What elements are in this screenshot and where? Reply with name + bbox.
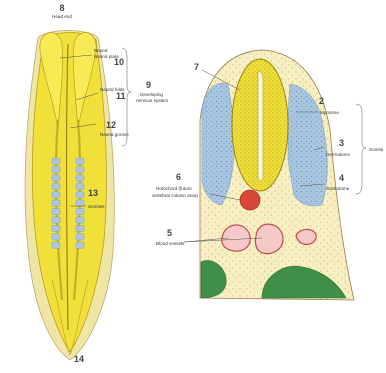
somite-block-right-1 bbox=[76, 158, 84, 164]
somite-block-right-3 bbox=[76, 175, 84, 181]
notochord bbox=[240, 190, 260, 210]
somite-block-right-5 bbox=[76, 192, 84, 198]
label-somite-group: Somite bbox=[369, 147, 384, 152]
somites-right-column bbox=[76, 158, 84, 248]
embryo-dorsal-view bbox=[25, 31, 114, 361]
somite-block-right-6 bbox=[76, 200, 84, 206]
somite-block-left-11 bbox=[52, 242, 60, 248]
label-14-number: 14 bbox=[74, 354, 84, 364]
somite-block-left-1 bbox=[52, 158, 60, 164]
neural-canal bbox=[258, 72, 263, 181]
label-5-number: 5 bbox=[167, 228, 172, 238]
label-developing-l2: nervous system bbox=[136, 98, 168, 103]
label-neural-groove: Neural groove bbox=[100, 132, 129, 137]
label-8-number: 8 bbox=[59, 3, 64, 13]
label-neural-plate-l1: Neural bbox=[94, 48, 108, 53]
bracket-somite bbox=[356, 104, 366, 194]
label-sclerotome: Sclerotome bbox=[326, 186, 350, 191]
somite-block-right-2 bbox=[76, 166, 84, 172]
somite-block-right-10 bbox=[76, 234, 84, 240]
label-13-number: 13 bbox=[88, 188, 98, 198]
somite-block-right-8 bbox=[76, 217, 84, 223]
somite-block-left-10 bbox=[52, 234, 60, 240]
label-7-number: 7 bbox=[194, 62, 199, 72]
label-dermatome: Dermatome bbox=[326, 152, 350, 157]
somite-block-right-11 bbox=[76, 242, 84, 248]
label-neural-plate: Neural plate bbox=[94, 54, 119, 59]
label-developing-l1: Developing bbox=[140, 92, 163, 97]
blood-vessel-right bbox=[296, 229, 316, 244]
somite-block-left-8 bbox=[52, 217, 60, 223]
label-head-end: Head end bbox=[52, 14, 72, 19]
label-3-number: 3 bbox=[339, 138, 344, 148]
label-somites: Somites bbox=[88, 204, 105, 209]
label-notochord-l1: Notochord (future bbox=[156, 186, 192, 191]
label-4-number: 4 bbox=[339, 173, 344, 183]
label-11-number: 11 bbox=[116, 91, 126, 101]
somites-left-column bbox=[52, 158, 60, 248]
somite-block-left-7 bbox=[52, 208, 60, 214]
label-12-number: 12 bbox=[106, 120, 116, 130]
blood-vessel-middle bbox=[255, 224, 283, 253]
somite-block-right-4 bbox=[76, 183, 84, 189]
label-neural-folds: Neural folds bbox=[100, 87, 125, 92]
somite-block-left-4 bbox=[52, 183, 60, 189]
label-2-number: 2 bbox=[319, 96, 324, 106]
label-6-number: 6 bbox=[176, 172, 181, 182]
cross-section bbox=[200, 50, 354, 300]
somite-block-left-6 bbox=[52, 200, 60, 206]
somite-block-left-5 bbox=[52, 192, 60, 198]
label-myotome: Myotome bbox=[320, 110, 339, 115]
somite-block-left-3 bbox=[52, 175, 60, 181]
label-notochord-l2: vertebral column area) bbox=[152, 193, 198, 198]
label-blood-vessels: Blood vessels bbox=[156, 241, 185, 246]
label-9-number: 9 bbox=[146, 80, 151, 90]
somite-block-right-7 bbox=[76, 208, 84, 214]
somite-block-right-9 bbox=[76, 225, 84, 231]
somite-block-left-9 bbox=[52, 225, 60, 231]
somite-block-left-2 bbox=[52, 166, 60, 172]
